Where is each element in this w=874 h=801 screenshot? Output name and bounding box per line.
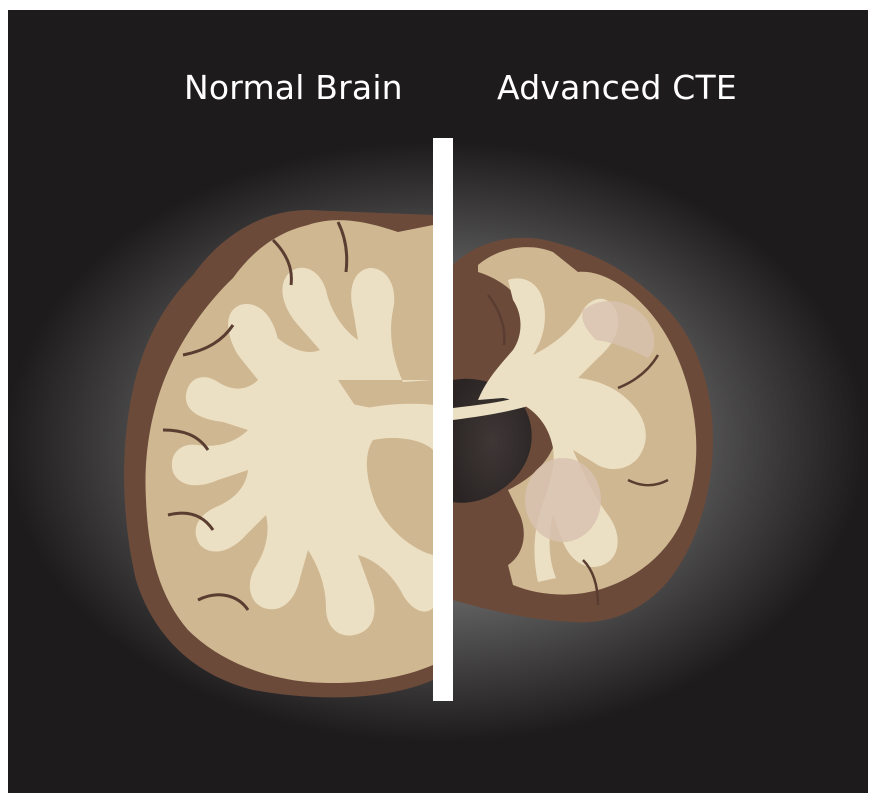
advanced-cte-label: Advanced CTE	[497, 68, 737, 107]
brain-illustration	[8, 10, 868, 793]
cte-brain-lesion-lower	[525, 458, 601, 542]
diagram-panel: Normal Brain Advanced CTE	[8, 10, 868, 793]
normal-brain-label: Normal Brain	[184, 68, 403, 107]
divider-bar	[433, 138, 453, 701]
